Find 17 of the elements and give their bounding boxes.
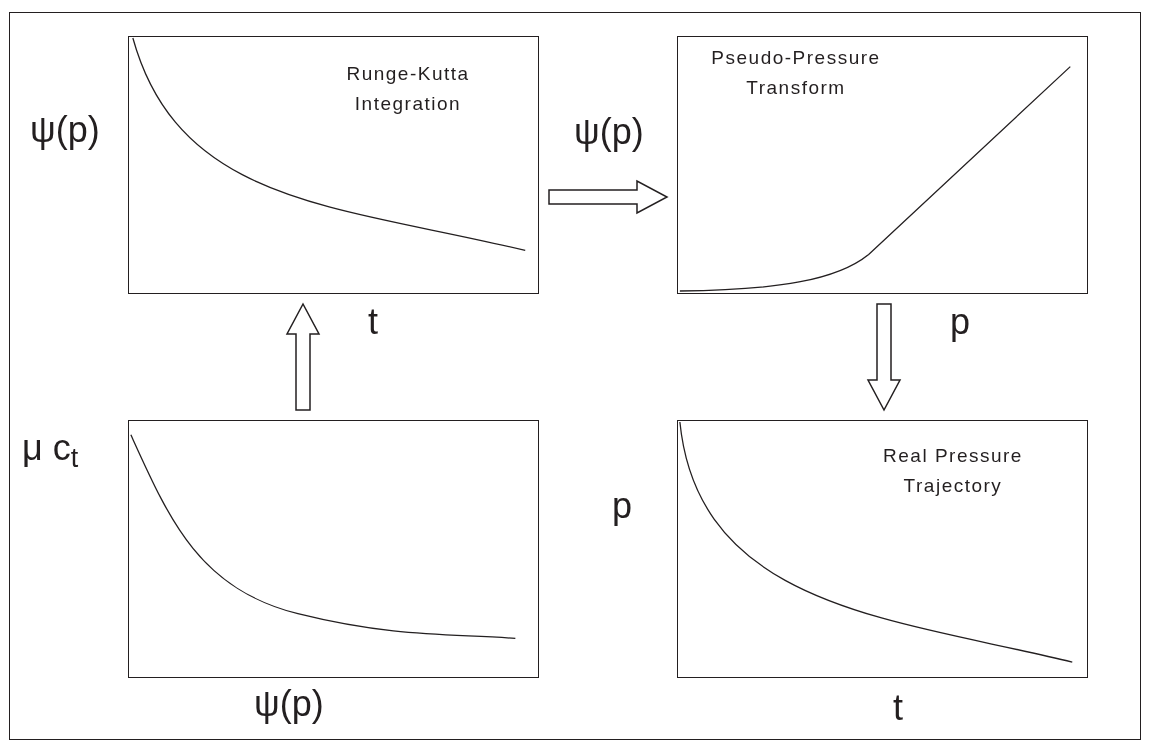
panel-title: Runge-Kutta Integration	[345, 62, 471, 116]
axis-label: ψ(p)	[30, 110, 100, 150]
axis-label: μ c$_{t}$	[22, 428, 79, 468]
plot-panel	[128, 36, 539, 294]
axis-label: t	[368, 302, 378, 342]
axis-label: ψ(p)	[574, 112, 644, 152]
panel-title: Real Pressure Trajectory	[882, 444, 1024, 498]
block-arrow	[285, 302, 321, 411]
axis-label: ψ(p)	[254, 684, 324, 724]
block-arrow	[866, 303, 902, 412]
panel-title: Pseudo-Pressure Transform	[710, 46, 882, 100]
block-arrow	[548, 179, 669, 215]
plot-panel	[128, 420, 539, 678]
plot-panel	[677, 36, 1088, 294]
axis-label: t	[893, 688, 903, 728]
axis-label: p	[950, 302, 971, 342]
axis-label: p	[612, 486, 633, 526]
